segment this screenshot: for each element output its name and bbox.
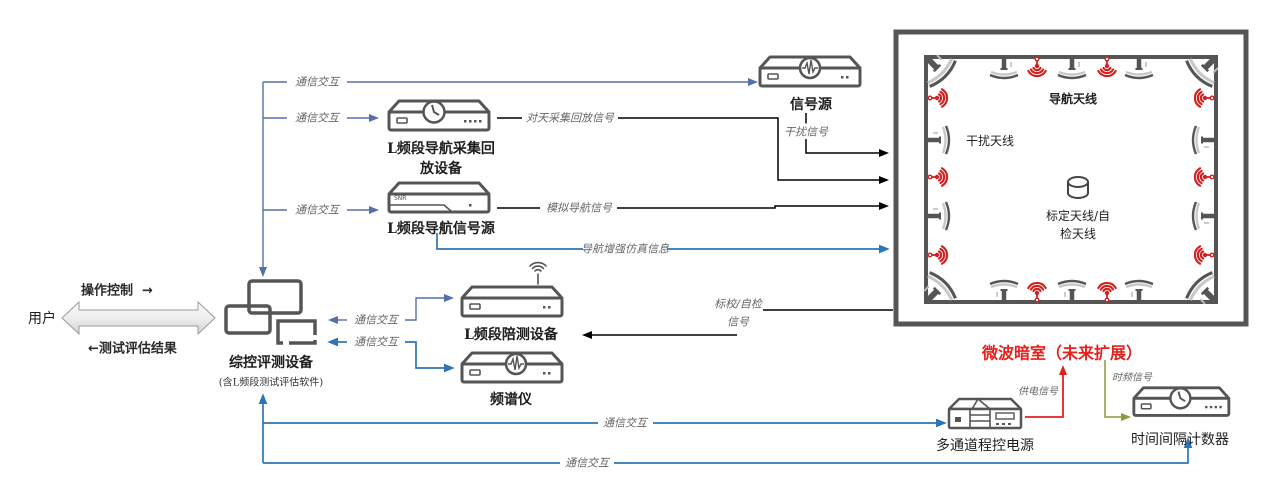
wireless-device-icon <box>460 285 564 318</box>
anechoic-chamber: 导航天线 干扰天线 标定天线/自 检天线 微波暗室（未来扩展） <box>893 29 1249 363</box>
control-console-label: 综控评测设备 <box>229 354 314 371</box>
edge-label-power-signal: 供电信号 <box>1018 386 1059 398</box>
power-supply-label: 多通道程控电源 <box>936 437 1034 454</box>
monitors-icon <box>224 279 317 345</box>
nav-antenna-label: 导航天线 <box>1049 91 1097 106</box>
playback-device-node: L频段导航采集回 放设备 <box>387 99 495 177</box>
edge-label-playback-signal: 对天采集回放信号 <box>526 112 615 125</box>
control-console-sublabel: (含L频段测试评估软件) <box>219 376 324 389</box>
time-interval-counter-label: 时间间隔计数器 <box>1131 432 1229 448</box>
augmentation-info-line <box>436 233 881 249</box>
control-console-node: 综控评测设备 (含L频段测试评估软件) <box>219 279 324 389</box>
wifi-icon <box>529 261 547 285</box>
signal-source-label: 信号源 <box>790 96 832 113</box>
playback-signal-line <box>497 117 881 180</box>
waveform-device-icon <box>460 351 564 384</box>
clock-device-icon <box>1132 386 1231 417</box>
signal-source-node: 信号源 <box>758 55 862 113</box>
nav-signal-source-node: SNR L频段导航信号源 <box>387 181 495 237</box>
user-label: 用户 <box>28 310 56 327</box>
edge-label-comm: 通信交互 <box>295 76 341 89</box>
edge-labels: 通信交互 通信交互 通信交互 对天采集回放信号 干扰信号 模拟导航信号 导航增强… <box>295 76 1153 470</box>
calibration-signal-line <box>590 309 893 335</box>
edge-label-timing-signal: 时频信号 <box>1112 372 1153 384</box>
edge-label-sim-nav-signal: 模拟导航信号 <box>546 202 613 215</box>
bidirectional-arrow-icon <box>61 300 216 336</box>
edge-label-comm: 通信交互 <box>295 204 341 217</box>
jamming-signal-line <box>805 113 889 157</box>
calibration-antenna-label-2: 检天线 <box>1060 226 1096 241</box>
edge-label-augmentation: 导航增强仿真信息 <box>581 243 669 256</box>
edge-label-comm: 通信交互 <box>354 336 400 349</box>
edge-label-comm: 通信交互 <box>354 314 400 327</box>
sim-nav-signal-line <box>497 206 881 208</box>
snr-badge: SNR <box>394 195 406 202</box>
nav-signal-source-label: L频段导航信号源 <box>387 220 495 237</box>
playback-device-label: L频段导航采集回 <box>387 140 495 157</box>
clock-device-icon <box>387 99 491 132</box>
playback-device-label-2: 放设备 <box>419 160 463 177</box>
edge-label-calibration: 标校/自检 <box>714 298 764 311</box>
edge-label-comm: 通信交互 <box>603 417 649 430</box>
calibration-antenna-label: 标定天线/自 <box>1046 208 1110 223</box>
connections <box>258 82 1188 464</box>
companion-device-node: L频段陪测设备 <box>460 261 564 343</box>
chamber-title: 微波暗室（未来扩展） <box>981 344 1142 363</box>
spectrum-analyzer-node: 频谱仪 <box>460 351 564 408</box>
power-supply-icon <box>947 397 1023 430</box>
companion-device-label: L频段陪测设备 <box>464 326 559 343</box>
user-node: 用户 操作控制 → ←测试评估结果 <box>28 283 216 357</box>
power-supply-node: 多通道程控电源 <box>936 397 1034 454</box>
edge-label-jamming-signal: 干扰信号 <box>784 126 829 139</box>
comm-line-time-counter <box>263 446 1188 464</box>
operation-control-label: 操作控制 → <box>81 283 153 299</box>
edge-label-comm: 通信交互 <box>295 112 341 125</box>
comm-line-companion <box>405 294 454 321</box>
test-results-label: ←测试评估结果 <box>88 341 177 357</box>
comm-line-spectrum <box>405 341 455 373</box>
jammer-antenna-label: 干扰天线 <box>966 134 1014 148</box>
calibration-antenna-icon <box>1067 176 1089 199</box>
spectrum-analyzer-label: 频谱仪 <box>490 391 533 408</box>
waveform-device-icon <box>758 55 862 88</box>
timing-signal-line <box>1104 360 1131 421</box>
edge-label-calibration-2: 信号 <box>727 316 750 329</box>
power-signal-line <box>1025 365 1067 418</box>
edge-label-comm: 通信交互 <box>565 457 611 470</box>
time-interval-counter-node: 时间间隔计数器 <box>1131 386 1231 448</box>
snr-device-icon: SNR <box>387 181 491 214</box>
